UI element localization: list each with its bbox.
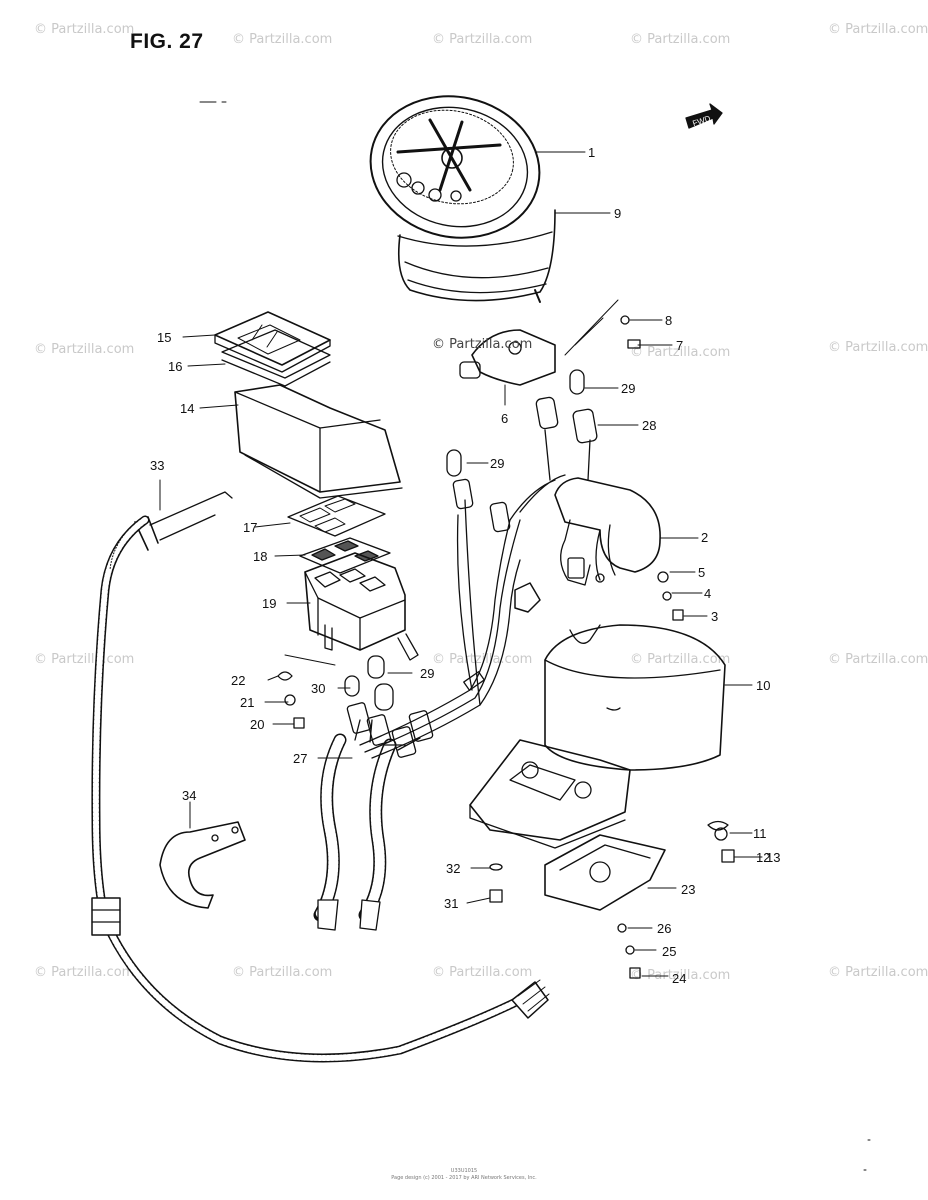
callout-23: 23 <box>681 882 695 897</box>
speedometer-cable <box>91 491 550 1063</box>
watermark: © Partzilla.com <box>232 32 333 47</box>
callout-31: 31 <box>444 896 458 911</box>
callout-2: 2 <box>701 530 708 545</box>
watermark: © Partzilla.com <box>432 337 532 352</box>
watermark: © Partzilla.com <box>630 345 731 360</box>
callout-16: 16 <box>168 359 182 374</box>
mounting-bracket <box>469 739 666 911</box>
callout-24: 24 <box>672 971 686 986</box>
callout-29-middle: 29 <box>490 456 504 471</box>
callout-7: 7 <box>676 338 683 353</box>
page-footer: U33U1015 Page design (c) 2001 - 2017 by … <box>0 1168 928 1182</box>
callout-3: 3 <box>711 609 718 624</box>
watermark: © Partzilla.com <box>432 965 533 980</box>
callout-20: 20 <box>250 717 264 732</box>
fasteners <box>277 315 735 979</box>
callout-9: 9 <box>614 206 621 221</box>
callout-12: 12 <box>756 850 770 865</box>
callout-15: 15 <box>157 330 171 345</box>
voltage-regulator <box>554 477 661 586</box>
wiring-harness <box>313 369 598 931</box>
callout-32: 32 <box>446 861 460 876</box>
callout-29-lower: 29 <box>420 666 434 681</box>
watermark: © Partzilla.com <box>34 22 135 37</box>
callout-30: 30 <box>311 681 325 696</box>
footer-copyright: Page design (c) 2001 - 2017 by ARI Netwo… <box>391 1175 537 1181</box>
callout-27: 27 <box>293 751 307 766</box>
callout-29-upper: 29 <box>621 381 635 396</box>
indicator-housing <box>214 311 403 499</box>
watermark: © Partzilla.com <box>630 32 731 47</box>
watermark: © Partzilla.com <box>34 965 135 980</box>
forward-direction-arrow: FWD <box>685 103 723 129</box>
callout-13: 13 <box>766 850 780 865</box>
watermark: © Partzilla.com <box>630 968 731 983</box>
callout-5: 5 <box>698 565 705 580</box>
footer-code: U33U1015 <box>450 1168 478 1174</box>
watermark: © Partzilla.com <box>828 340 928 355</box>
callout-labels: 1 2 3 4 5 6 7 8 9 10 11 12 13 14 15 16 1… <box>150 145 780 986</box>
meter-case <box>544 624 726 771</box>
callout-11: 11 <box>753 826 767 841</box>
watermark: © Partzilla.com <box>34 652 135 667</box>
watermark: © Partzilla.com <box>432 652 533 667</box>
watermark: © Partzilla.com <box>432 32 533 47</box>
callout-25: 25 <box>662 944 676 959</box>
callout-33: 33 <box>150 458 164 473</box>
callout-8: 8 <box>665 313 672 328</box>
callout-1: 1 <box>588 145 595 160</box>
watermark: © Partzilla.com <box>232 965 333 980</box>
leader-lines <box>159 151 763 977</box>
socket-assembly <box>287 495 419 661</box>
watermark: © Partzilla.com <box>34 342 135 357</box>
speedometer-meter <box>369 95 556 303</box>
callout-26: 26 <box>657 921 671 936</box>
callout-28: 28 <box>642 418 656 433</box>
callout-19: 19 <box>262 596 276 611</box>
cable-clamp <box>159 821 246 909</box>
callout-34: 34 <box>182 788 196 803</box>
callout-4: 4 <box>704 586 711 601</box>
watermark: © Partzilla.com <box>828 22 928 37</box>
bulb-socket <box>459 299 619 386</box>
watermark: © Partzilla.com <box>828 965 928 980</box>
callout-14: 14 <box>180 401 194 416</box>
callout-10: 10 <box>756 678 770 693</box>
callout-22: 22 <box>231 673 245 688</box>
watermark: © Partzilla.com <box>630 652 731 667</box>
callout-18: 18 <box>253 549 267 564</box>
watermark: © Partzilla.com <box>828 652 928 667</box>
callout-6: 6 <box>501 411 508 426</box>
callout-21: 21 <box>240 695 254 710</box>
figure-title: FIG. 27 <box>130 30 204 53</box>
callout-17: 17 <box>243 520 257 535</box>
